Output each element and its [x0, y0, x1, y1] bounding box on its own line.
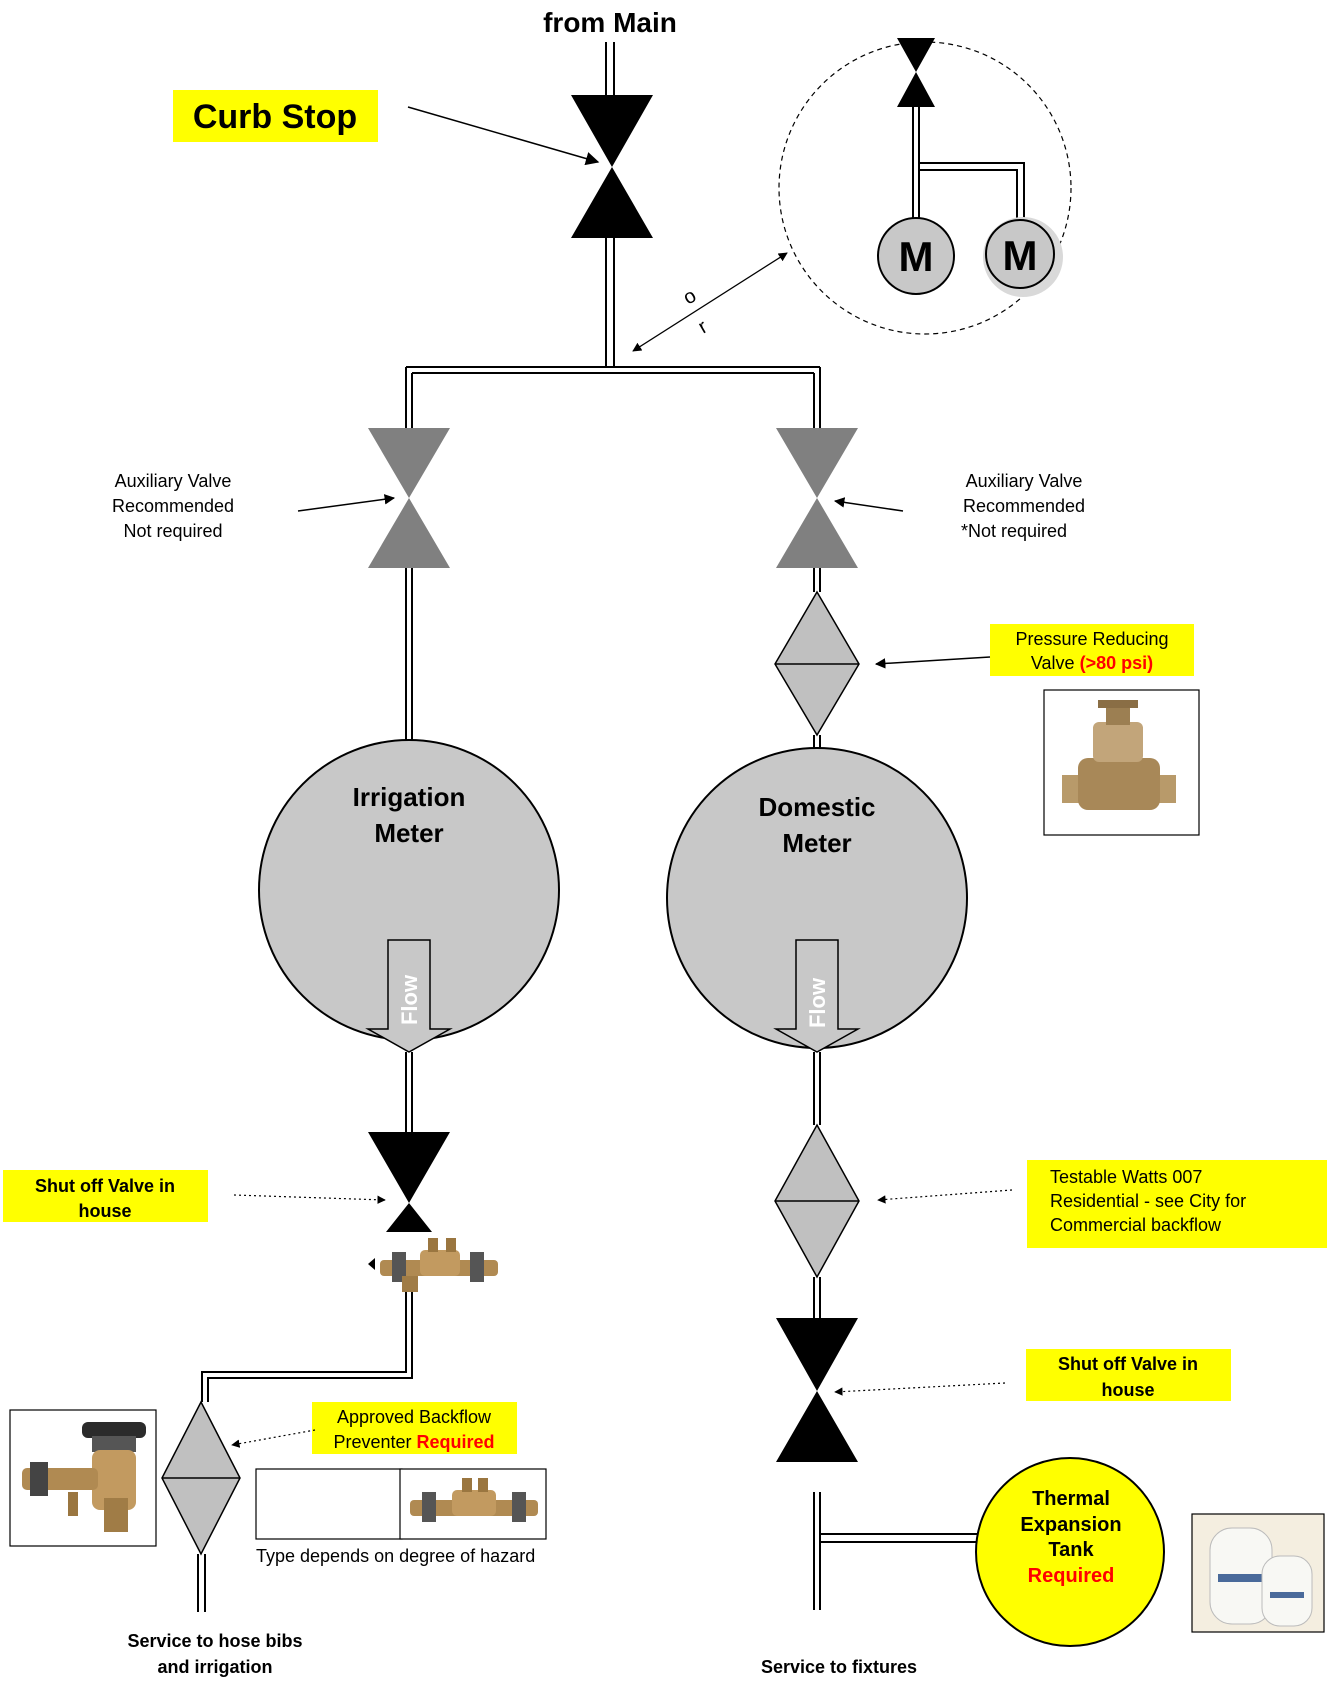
- right-branch-pipe: [813, 367, 821, 428]
- domestic-flow-label: Flow: [805, 977, 830, 1028]
- shutoff-right-pointer: [834, 1382, 1006, 1396]
- shutoff-right-line1: Shut off Valve in: [1058, 1354, 1198, 1374]
- backflow-line2: Preventer Required: [333, 1432, 494, 1452]
- thermal-line3: Tank: [1048, 1539, 1094, 1561]
- shutoff-left-highlight: [3, 1170, 208, 1222]
- inset-meter-right: [985, 219, 1055, 289]
- curb-stop-label: Curb Stop: [193, 98, 357, 136]
- testable-line2: Residential - see City for: [1050, 1191, 1246, 1211]
- aux-right-line2: Recommended: [963, 496, 1085, 516]
- or-label-o: o: [680, 285, 701, 310]
- domestic-meter-line1: Domestic: [758, 792, 875, 822]
- curb-stop-highlight: [173, 90, 378, 142]
- or-label-r: r: [695, 316, 712, 339]
- testable-line1: Testable Watts 007: [1050, 1167, 1202, 1187]
- left-backflow-drop-pipe: [201, 1278, 413, 1402]
- prv-highlight: [990, 624, 1194, 676]
- thermal-line4: Required: [1028, 1565, 1115, 1587]
- aux-left-line1: Auxiliary Valve: [115, 471, 232, 491]
- domestic-meter-line2: Meter: [782, 828, 851, 858]
- domestic-flow-arrow: [773, 939, 861, 1053]
- meter-inset: M M: [778, 38, 1072, 335]
- irrigation-meter-line2: Meter: [374, 818, 443, 848]
- shutoff-left-line1: Shut off Valve in: [35, 1176, 175, 1196]
- left-service-pipe: [197, 1554, 206, 1612]
- thermal-line1: Thermal: [1032, 1488, 1110, 1510]
- left-branch-pipe: [405, 367, 413, 428]
- shutoff-right-highlight: [1026, 1349, 1231, 1401]
- inset-pipes: [912, 107, 1025, 225]
- shutoff-valve-left: [368, 1132, 450, 1232]
- right-aux-to-prv-pipe: [813, 568, 821, 592]
- testable-highlight: [1027, 1160, 1327, 1248]
- aux-valve-left: [368, 428, 450, 568]
- thermal-expansion-tank: [975, 1457, 1165, 1647]
- prv-line2: Valve (>80 psi): [1031, 653, 1153, 673]
- header-pipe: [406, 366, 820, 374]
- aux-valve-right: [776, 428, 858, 568]
- right-testable-to-shutoff-pipe: [813, 1277, 821, 1318]
- testable-line3: Commercial backflow: [1050, 1215, 1222, 1235]
- shutoff-right-line2: house: [1101, 1380, 1154, 1400]
- backflow-caption: Type depends on degree of hazard: [256, 1546, 535, 1566]
- expansion-tank-photo: [1191, 1513, 1325, 1633]
- vacuum-breaker-photo: [9, 1409, 157, 1547]
- aux-right-pointer: [833, 497, 904, 512]
- backflow-highlight: [312, 1402, 517, 1454]
- backflow-option-photo: [399, 1468, 547, 1540]
- service-left-line1: Service to hose bibs: [127, 1631, 302, 1651]
- backflow-line1: Approved Backflow: [337, 1407, 492, 1427]
- prv-line1: Pressure Reducing: [1015, 629, 1168, 649]
- inset-meter-left-label: M: [899, 233, 934, 280]
- shutoff-left-pointer: [233, 1194, 386, 1204]
- aux-right-line1: Auxiliary Valve: [966, 471, 1083, 491]
- testable-pointer: [877, 1189, 1013, 1204]
- inset-valve: [897, 38, 935, 107]
- inset-meter-left: [877, 217, 955, 295]
- backflow-pointer: [231, 1429, 316, 1448]
- aux-right-line3: *Not required: [961, 521, 1067, 541]
- shutoff-left-line2: house: [78, 1201, 131, 1221]
- inline-backflow-photo: [368, 1238, 498, 1292]
- aux-left-line2: Recommended: [112, 496, 234, 516]
- pipes: [197, 42, 978, 1612]
- inset-meter-right-label: M: [1003, 232, 1038, 279]
- prv-pointer: [874, 656, 991, 669]
- thermal-branch-pipe: [820, 1533, 978, 1543]
- irrigation-flow-arrow: [365, 939, 453, 1053]
- aux-left-pointer: [297, 494, 396, 512]
- irrigation-meter-line1: Irrigation: [353, 782, 466, 812]
- from-main-label: from Main: [543, 7, 677, 38]
- irrigation-flow-label: Flow: [397, 974, 422, 1025]
- main-pipe: [605, 42, 615, 95]
- curb-stop-valve: [571, 95, 653, 238]
- service-left-line2: and irrigation: [157, 1657, 272, 1677]
- right-meter-to-testable-pipe: [813, 1052, 821, 1125]
- left-aux-to-meter-pipe: [405, 568, 413, 756]
- aux-left-line3: Not required: [123, 521, 222, 541]
- thermal-line2: Expansion: [1020, 1514, 1121, 1536]
- prv-photo: [1043, 689, 1200, 836]
- main-pipe-lower: [605, 238, 615, 367]
- right-service-pipe: [813, 1492, 821, 1610]
- shutoff-valve-right: [776, 1318, 858, 1462]
- service-right-label: Service to fixtures: [761, 1657, 917, 1677]
- left-meter-to-shutoff-pipe: [405, 1052, 413, 1132]
- or-double-arrow: [632, 252, 788, 352]
- backflow-option-box: [255, 1468, 403, 1540]
- curb-stop-pointer: [407, 106, 600, 166]
